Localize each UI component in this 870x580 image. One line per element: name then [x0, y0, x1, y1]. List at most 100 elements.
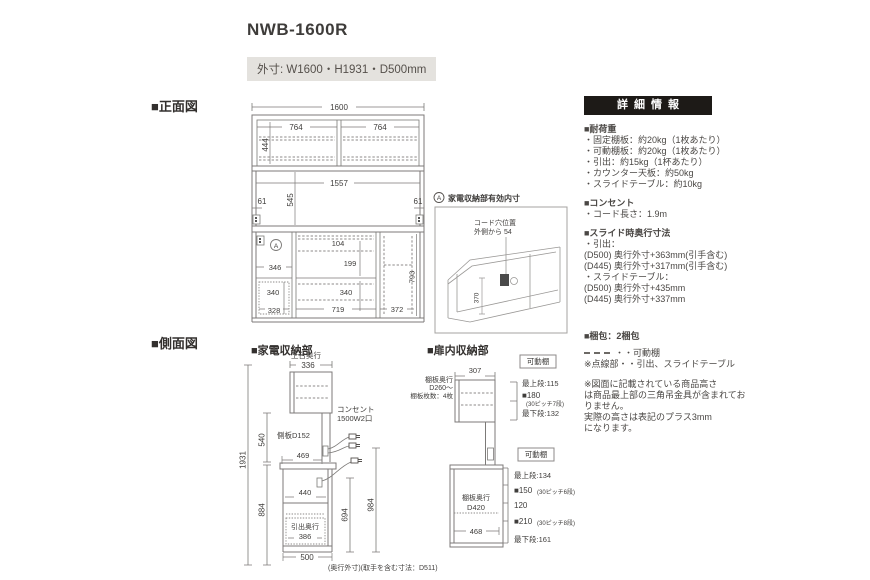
front-dim-hutch-height: 444: [261, 138, 270, 152]
front-dim-center-width: 719: [332, 305, 345, 314]
side-view-outlet-icons: [316, 433, 362, 488]
slide-item: ・スライドテーブル：: [584, 272, 674, 282]
front-view-drawing: 1600 764 764 444 1557 545 61 61 A 346 10…: [251, 103, 425, 323]
cord-hole-icon: [500, 274, 509, 286]
upper-shelf-count: ※棚板枚数：4枚: [410, 391, 453, 400]
door-storage-labels: 棚板奥行 D260〜 ※棚板枚数：4枚 307 可動棚 最上段:115 ■180…: [410, 356, 575, 544]
side-outlet-label-1: コンセント: [337, 405, 375, 414]
lower-mid: 120: [514, 501, 528, 510]
front-dim-drawer-height: 340: [267, 288, 280, 297]
slide-item: ・引出：: [584, 239, 621, 249]
front-a-mark: A: [274, 243, 279, 250]
door-dim-468: 468: [470, 527, 483, 536]
front-dim-appliance-width: 346: [269, 263, 282, 272]
inner-box-a-mark: A: [437, 195, 442, 202]
upper-shelf-depth-label: 棚板奥行: [425, 375, 453, 384]
door-storage-shelf-dashes: [461, 392, 493, 406]
side-panel-label: 側板D152: [277, 430, 310, 440]
slide-item: (D500) 奥行外寸+363mm(引手含む): [584, 250, 728, 260]
front-view-movable-shelf-dashes: [259, 136, 417, 314]
door-section-label: ■扉内収納部: [427, 345, 489, 357]
side-view-drawer-dotted: [285, 513, 326, 545]
side-dim-1931: 1931: [239, 451, 248, 469]
side-dim-500: 500: [300, 553, 314, 562]
side-top-depth-label: 上台奥行: [291, 350, 321, 360]
upper-bottom-row: 最下段:132: [522, 408, 559, 418]
side-dim-386: 386: [299, 532, 312, 541]
side-view-shelf-dashes: [296, 385, 329, 399]
front-dim-center-height: 340: [340, 288, 353, 297]
details-panel: 詳細情報 ■耐荷重 ・固定棚板：約20kg（1枚あたり） ・可動棚板：約20kg…: [584, 96, 754, 434]
circled-a-icon: [270, 239, 282, 251]
cord-hole-ring-icon: [510, 277, 518, 285]
front-dim-shelf-left: 764: [289, 123, 303, 132]
appliance-inner-dim-box: A 家電収納部有効内寸 コード穴位置 外側から 54 370: [433, 192, 568, 334]
slide-depth-title: ■スライド時奥行寸法: [584, 228, 671, 238]
legend-dotted-line: ※点線部・・引出、スライドテーブル: [584, 359, 736, 369]
front-dim-slot-height2: 199: [344, 259, 357, 268]
side-dim-694: 694: [341, 508, 350, 522]
outer-dimensions-badge: 外寸: W1600・H1931・D500mm: [247, 57, 437, 81]
side-drawer-depth-label: 引出奥行: [291, 522, 319, 531]
side-caption: (奥行外寸)(取手を含む寸法：D511): [328, 563, 438, 572]
lower-bottom-row: 最下段:161: [514, 534, 551, 544]
front-dim-slot-height: 104: [332, 239, 345, 248]
inner-box-title: 家電収納部有効内寸: [448, 193, 520, 203]
upper-movable-shelf-badge: 可動棚: [527, 356, 550, 366]
door-storage-linework: [449, 354, 557, 548]
note-line: りません。: [584, 401, 629, 411]
lower-pitch2: ■210: [514, 517, 533, 526]
side-view-dimensions: 上台奥行 336 コンセント 1500W2口 側板D152 540 1931 8…: [239, 350, 438, 572]
load-item: ・可動棚板：約20kg（1枚あたり）: [584, 146, 726, 156]
outlet-title: ■コンセント: [584, 198, 635, 208]
plug-icon: [348, 442, 360, 449]
load-item: ・スライドテーブル：約10kg: [584, 179, 702, 189]
note-line: 実際の高さは表記のプラス3mm: [584, 412, 712, 422]
side-dim-469: 469: [297, 451, 310, 460]
side-dim-540: 540: [258, 433, 267, 447]
lower-pitch1: ■150: [514, 486, 533, 495]
lower-top-row: 最上段:134: [514, 470, 551, 480]
slide-item: (D445) 奥行外寸+337mm: [584, 294, 686, 304]
movable-shelf-pattern-swatch: [584, 352, 610, 354]
side-outlet-label-2: 1500W2口: [337, 414, 372, 423]
note-line: になります。: [584, 423, 638, 433]
front-dim-counter-width: 1557: [330, 179, 348, 188]
legend-movable-shelf-label: ・・可動棚: [615, 348, 661, 358]
front-view-dimensions: 1600 764 764 444 1557 545 61 61 A 346 10…: [258, 103, 423, 315]
power-cord-lines: [321, 436, 352, 482]
upper-top-row: 最上段:115: [522, 378, 559, 388]
section-front-view-label: ■正面図: [151, 99, 198, 114]
front-dim-lower-height: 793: [408, 271, 417, 284]
section-side-view-label: ■側面図: [151, 336, 198, 351]
slide-item: (D445) 奥行外寸+317mm(引手含む): [584, 261, 728, 271]
lower-shelf-depth: D420: [467, 503, 485, 512]
details-header: 詳細情報: [584, 96, 712, 115]
side-dim-336: 336: [301, 361, 315, 370]
cord-hole-label-2: 外側から 54: [474, 227, 512, 236]
note-line: は商品最上部の三角吊金具が含まれてお: [584, 390, 746, 400]
load-item: ・引出：約15kg（1杯あたり）: [584, 157, 708, 167]
outlet-icon: [487, 447, 494, 461]
plug-icon: [348, 433, 360, 440]
note-line: ※図面に記載されている商品高さ: [584, 379, 718, 389]
front-view-linework: [251, 103, 425, 323]
appliance-section-label: ■家電収納部: [251, 345, 313, 357]
upper-shelf-depth: D260〜: [429, 385, 453, 392]
lower-pitch2-note: (30ピッチ8段): [537, 519, 575, 527]
front-dim-total-width: 1600: [330, 103, 348, 112]
side-dim-440: 440: [299, 488, 312, 497]
front-dim-mid-height: 545: [286, 193, 295, 207]
front-view-outlet-icons: [252, 214, 424, 251]
front-view-drawer-dotted: [258, 281, 290, 315]
upper-pitch-note: (30ピッチ7段): [526, 400, 564, 408]
upper-pitch: ■180: [522, 391, 541, 400]
door-storage-drawing: 棚板奥行 D260〜 ※棚板枚数：4枚 307 可動棚 最上段:115 ■180…: [410, 354, 575, 548]
side-view-drawing: 上台奥行 336 コンセント 1500W2口 側板D152 540 1931 8…: [239, 350, 438, 572]
side-view-linework: [244, 361, 380, 566]
lower-movable-shelf-badge: 可動棚: [525, 449, 548, 459]
front-dim-shelf-right: 764: [373, 123, 387, 132]
cord-hole-label-1: コード穴位置: [474, 218, 516, 227]
load-capacity-title: ■耐荷重: [584, 124, 617, 134]
